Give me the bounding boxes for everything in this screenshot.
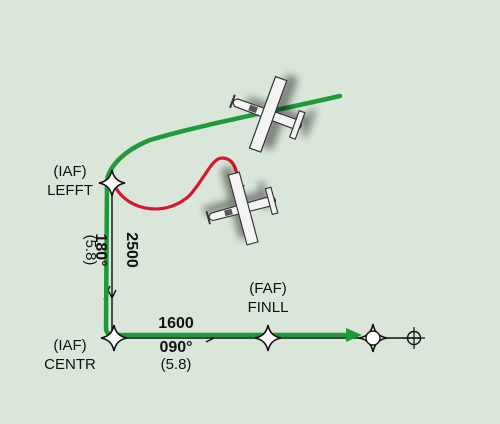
fix-lefft-name: LEFFT <box>47 182 93 199</box>
leg-east-altitude: 1600 <box>158 315 194 332</box>
leg-south-altitude: 2500 <box>123 232 140 268</box>
fix-star-icon <box>98 169 126 197</box>
fix-finll-role: (FAF) <box>249 280 287 297</box>
flyover-waypoint-icon <box>358 323 388 353</box>
leg-south-distance: (5.8) <box>82 235 99 266</box>
airplane-icon <box>198 164 286 254</box>
leg-east-course: 090° <box>159 339 192 356</box>
fix-centr-role: (IAF) <box>53 337 86 354</box>
alternate-path <box>112 156 240 211</box>
fix-centr-name: CENTR <box>44 356 96 373</box>
course-arrow-south <box>107 289 117 300</box>
leg-east-distance: (5.8) <box>161 356 192 373</box>
crosshair-target-icon <box>403 327 425 349</box>
fix-lefft-role: (IAF) <box>53 163 86 180</box>
fix-finll-name: FINLL <box>248 299 289 316</box>
leg-south-course: 180° <box>92 233 109 266</box>
fix-star-icon <box>254 324 282 352</box>
flight-path-arrowhead <box>346 328 362 342</box>
airplane-icon <box>218 64 317 163</box>
